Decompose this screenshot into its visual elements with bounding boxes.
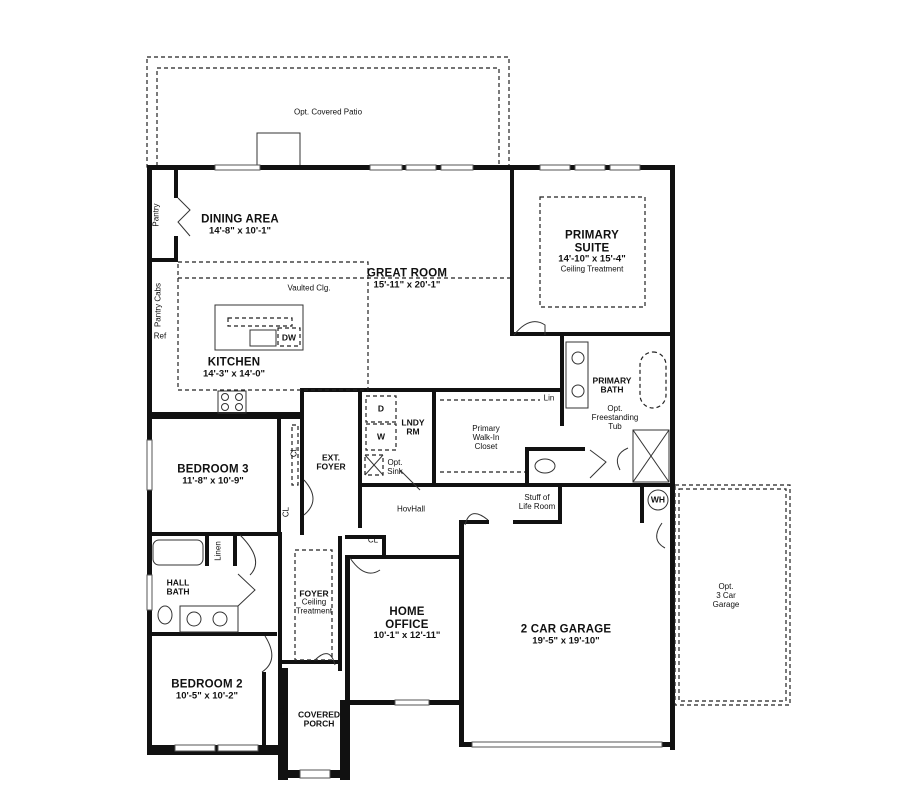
kitchen-dims: 14'-3" x 14'-0" <box>202 368 266 380</box>
ext-foyer-line-1: EXT. <box>322 452 340 463</box>
ext-foyer-line-2: FOYER <box>316 462 346 472</box>
closet-line-3: Closet <box>474 441 498 451</box>
ceiling-lines <box>177 196 646 661</box>
freestanding-tub-note: Opt. Freestanding Tub <box>591 403 639 431</box>
patio-label: Opt. Covered Patio <box>293 107 363 117</box>
walk-in-closet-label: Primary Walk-In Closet <box>472 423 500 451</box>
foyer-note-1: Ceiling <box>301 597 327 607</box>
office-closet-label: CL <box>367 535 379 545</box>
dryer-label: D <box>377 403 385 414</box>
bedroom-2-closet-label: CL <box>277 704 287 716</box>
kitchen-name: KITCHEN <box>207 356 261 369</box>
opt-sink-label: Opt. Sink <box>387 458 403 477</box>
washer-label: W <box>376 431 386 442</box>
primary-suite-dims: 14'-10" x 15'-4" <box>558 254 626 266</box>
interior-walls <box>147 165 675 766</box>
opt-garage-line-1: Opt. <box>718 581 734 591</box>
closet-line-1: Primary <box>472 423 500 433</box>
bedroom-3-dims: 11'-8" x 10'-9" <box>182 475 244 487</box>
opt-sink-2: Sink <box>387 467 403 476</box>
kitchen-island <box>214 304 304 351</box>
bedroom-3-label: BEDROOM 3 11'-8" x 10'-9" <box>177 463 248 486</box>
kitchen-label: KITCHEN 14'-3" x 14'-0" <box>203 356 265 379</box>
primary-suite-ceiling-note: Ceiling Treatment <box>560 264 624 274</box>
stuff-line-1: Stuff of <box>524 493 550 503</box>
opt-3-car-garage-label: Opt. 3 Car Garage <box>712 581 740 609</box>
great-room-name: GREAT ROOM <box>366 267 448 280</box>
bedroom-2-name: BEDROOM 2 <box>171 678 243 691</box>
primary-suite-name-2: SUITE <box>574 242 610 255</box>
foyer-label: FOYER Ceiling Treatment <box>295 588 333 617</box>
refrigerator-label: Ref <box>153 331 167 341</box>
optional-3-car-garage <box>674 484 791 706</box>
bath-fixtures <box>152 341 670 633</box>
ext-foyer-label: EXT. FOYER <box>316 452 346 473</box>
great-room-label: GREAT ROOM 15'-11" x 20'-1" <box>367 267 447 290</box>
laundry-line-2: RM <box>406 427 420 437</box>
home-office-name-1: HOME <box>389 606 425 619</box>
covered-porch-label: COVERED PORCH <box>297 709 341 730</box>
opt-sink-1: Opt. <box>387 458 403 468</box>
primary-bath-label: PRIMARY BATH <box>592 375 632 396</box>
range-cooktop <box>217 390 247 414</box>
bedroom-3-name: BEDROOM 3 <box>177 463 249 476</box>
stuff-line-2: Life Room <box>518 502 556 511</box>
home-office-label: HOME OFFICE 10'-1" x 12'-11" <box>374 606 441 642</box>
opt-garage-line-3: Garage <box>712 599 740 609</box>
vaulted-ceiling-note: Vaulted Clg. <box>287 283 331 293</box>
garage-dims: 19'-5" x 19'-10" <box>532 635 600 647</box>
home-office-name-2: OFFICE <box>385 618 429 631</box>
garage-name: 2 CAR GARAGE <box>520 623 612 636</box>
opt-garage-line-2: 3 Car <box>716 590 736 600</box>
dishwasher-label: DW <box>281 332 297 343</box>
dining-area-label: DINING AREA 14'-8" x 10'-1" <box>201 213 279 236</box>
tub-note-1: Opt. <box>607 403 623 413</box>
primary-linen-label: Lin <box>543 393 555 403</box>
home-office-dims: 10'-1" x 12'-11" <box>373 630 441 642</box>
laundry-line-1: LNDY <box>401 417 425 428</box>
door-swings <box>177 197 666 673</box>
pantry-cabs-label: Pantry Cabs <box>153 282 164 328</box>
hov-hall-label: HovHall <box>396 504 426 514</box>
hall-bath-line-2: BATH <box>166 587 190 597</box>
tub-note-3: Tub <box>608 421 622 431</box>
tub-note-2: Freestanding <box>591 412 639 422</box>
garage-label: 2 CAR GARAGE 19'-5" x 19'-10" <box>521 623 612 646</box>
water-heater-label: WH <box>650 494 666 505</box>
dining-area-dims: 14'-8" x 10'-1" <box>208 225 272 237</box>
foyer-note-2: Treatment <box>295 606 333 616</box>
primary-suite-label: PRIMARY SUITE 14'-10" x 15'-4" Ceiling T… <box>558 230 625 275</box>
exterior-walls <box>146 164 675 780</box>
pantry-label: Pantry <box>151 203 161 227</box>
hall-bath-label: HALL BATH <box>166 577 190 598</box>
foyer-name: FOYER <box>299 588 329 599</box>
hall-linen-label: Linen <box>213 541 223 561</box>
porch-line-1: COVERED <box>297 709 341 720</box>
primary-bath-name-1: PRIMARY <box>592 375 632 386</box>
porch-line-2: PORCH <box>303 719 335 729</box>
bedroom-2-label: BEDROOM 2 10'-5" x 10'-2" <box>171 678 242 701</box>
pantry-cabs-2: Cabs <box>153 282 163 302</box>
laundry-label: LNDY RM <box>401 417 425 438</box>
stuff-of-life-label: Stuff of Life Room <box>518 493 556 512</box>
closet-line-2: Walk-In <box>472 432 500 442</box>
dining-area-name: DINING AREA <box>201 213 279 226</box>
hall-bath-line-1: HALL <box>166 577 190 588</box>
great-room-dims: 15'-11" x 20'-1" <box>373 279 441 291</box>
primary-suite-name-1: PRIMARY <box>564 229 619 242</box>
bedroom-3-closet-label: CL <box>289 446 299 458</box>
foyer-closet-label: CL <box>281 506 291 518</box>
bedroom-2-dims: 10'-5" x 10'-2" <box>175 690 239 702</box>
pantry-cabs-1: Pantry <box>153 303 163 328</box>
primary-bath-name-2: BATH <box>600 385 624 395</box>
